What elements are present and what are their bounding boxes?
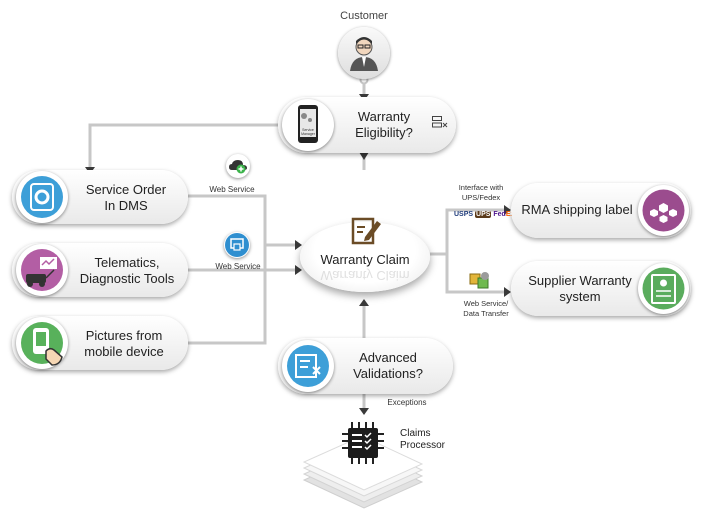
label-line: Processor (400, 440, 446, 451)
telematics-label: Telematics, Diagnostic Tools (70, 255, 184, 287)
arrow-head (295, 265, 302, 275)
fedex-logo: FedEx (493, 211, 514, 218)
gear-icon (16, 171, 68, 223)
label-line: Warranty (357, 109, 411, 124)
claims-processor-stack (302, 435, 424, 509)
arrow-head (359, 152, 369, 160)
label-line: system (559, 289, 601, 304)
advanced-validations-label: Advanced Validations? (338, 350, 438, 382)
checklist-small-icon (432, 116, 448, 128)
web-service-label-2: Web Service (215, 262, 261, 271)
processor-chip-icon (342, 422, 384, 464)
usps-logo: USPS (454, 211, 474, 218)
label-line: Web Service/ (463, 299, 509, 308)
fedex-ex: Ex (505, 211, 515, 218)
warranty-eligibility-label: Warranty Eligibility? (338, 109, 430, 141)
phone-text: Manager (301, 132, 315, 136)
web-interface-icon (224, 232, 250, 258)
certificate-icon (638, 263, 689, 314)
warranty-claim-reflection: Warranty Claim (320, 268, 410, 283)
label-line: Telematics, (94, 255, 160, 270)
label-line: Advanced (359, 350, 417, 365)
network-hub-icon (638, 185, 689, 236)
label-line: Interface with (458, 183, 504, 192)
label-line: UPS/Fedex (461, 193, 501, 202)
arrow-head (359, 408, 369, 415)
diagnostic-tool-icon (16, 244, 68, 296)
mobile-touch-icon (16, 317, 68, 369)
label-line: In DMS (104, 198, 148, 213)
warranty-claim-node (300, 222, 430, 292)
label-line: Service Order (85, 182, 167, 197)
arrow-head (359, 299, 369, 306)
fedex-fed: Fed (493, 211, 506, 218)
supplier-warranty-label: Supplier Warranty system (520, 273, 640, 305)
phone-text: Service (302, 128, 314, 132)
arrow-head (504, 205, 511, 215)
label-line: Validations? (353, 366, 423, 381)
rma-shipping-label: RMA shipping label (521, 202, 633, 217)
label-line: Claims (400, 428, 431, 439)
service-order-label: Service Order In DMS (74, 182, 178, 214)
label-line: mobile device (84, 344, 164, 359)
label-line: Diagnostic Tools (79, 271, 175, 286)
arrow-head (504, 287, 511, 297)
warranty-claim-label: Warranty Claim (320, 252, 410, 267)
carrier-logos: USPS UPS FedEx (454, 208, 514, 222)
web-service-data-label: Web Service/ Data Transfer (452, 299, 520, 319)
customer-label: Customer (340, 10, 388, 22)
label-line: Data Transfer (463, 309, 509, 318)
validation-checklist-icon (282, 340, 334, 392)
ups-logo: UPS (475, 211, 492, 218)
customer-icon (338, 27, 390, 79)
claim-pencil-icon (351, 217, 381, 245)
claims-processor-label: Claims Processor (400, 428, 460, 452)
pictures-label: Pictures from mobile device (74, 328, 174, 360)
data-transfer-icon (469, 272, 489, 289)
label-line: Supplier Warranty (528, 273, 632, 288)
arrow-head (295, 240, 302, 250)
cloud-service-icon (226, 154, 250, 178)
interface-label: Interface with UPS/Fedex (448, 183, 514, 203)
service-manager-phone-icon: Service Manager (282, 99, 334, 151)
label-line: Pictures from (85, 328, 163, 343)
web-service-label-1: Web Service (209, 185, 255, 194)
label-line: Eligibility? (355, 125, 413, 140)
exceptions-label: Exceptions (387, 398, 427, 407)
